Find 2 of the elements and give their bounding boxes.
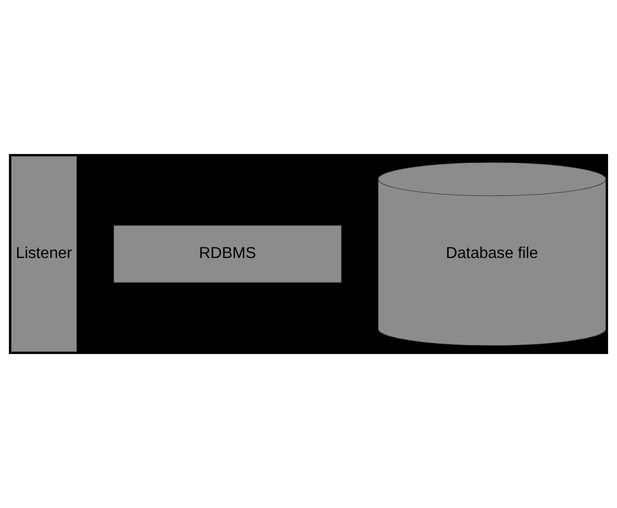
node-box: RDBMS (113, 225, 342, 283)
node-box: Listener (10, 156, 77, 352)
